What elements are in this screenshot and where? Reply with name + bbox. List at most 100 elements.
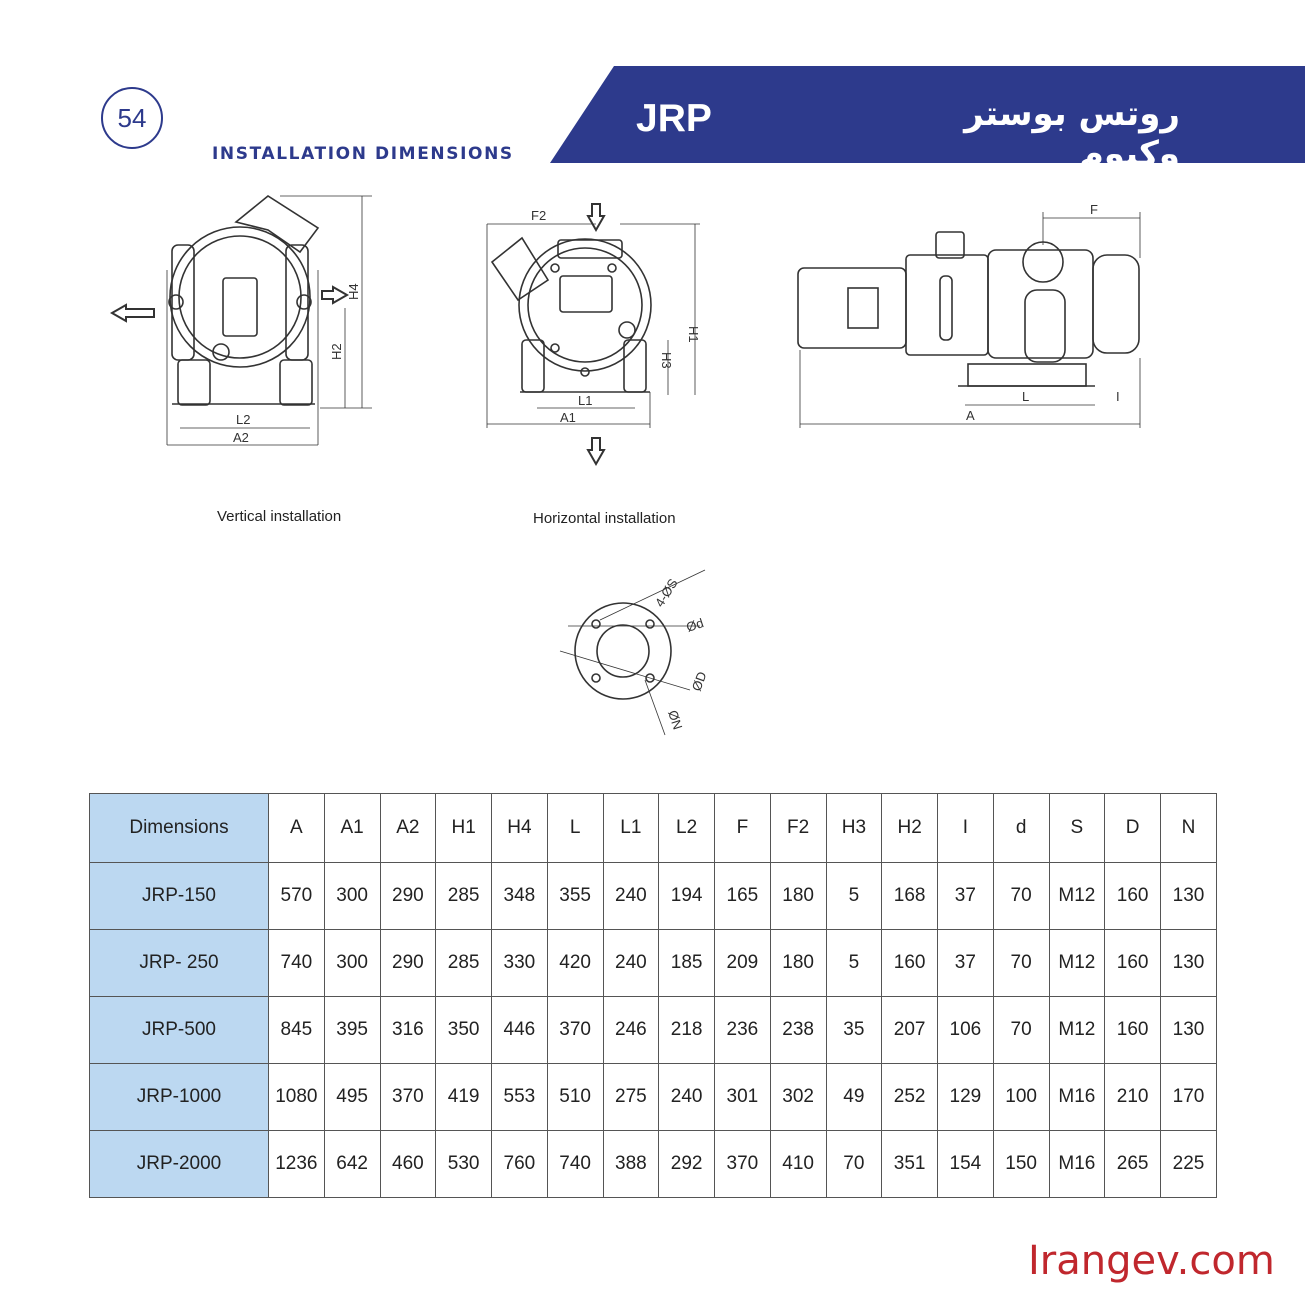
table-cell: 70	[992, 862, 1050, 930]
banner-title-fa: روتس بوستر وکیوم	[964, 94, 1180, 174]
row-model: JRP-1000	[89, 1063, 269, 1131]
table-cell: 1236	[268, 1130, 325, 1198]
table-cell: 240	[658, 1063, 715, 1131]
label-on: ØN	[665, 708, 685, 731]
label-h4: H4	[346, 283, 361, 300]
table-cell: 740	[268, 929, 325, 997]
label-i: I	[1116, 389, 1120, 404]
column-header: H4	[491, 793, 548, 863]
table-cell: 285	[435, 929, 492, 997]
table-cell: 290	[379, 929, 437, 997]
column-header: N	[1160, 793, 1217, 863]
table-cell: M16	[1048, 1130, 1106, 1198]
label-h1: H1	[686, 326, 701, 343]
table-cell: 301	[714, 1063, 771, 1131]
table-cell: 292	[658, 1130, 715, 1198]
column-header: H3	[825, 793, 883, 863]
table-cell: 460	[379, 1130, 437, 1198]
table-cell: 370	[714, 1130, 771, 1198]
table-cell: 240	[602, 929, 660, 997]
dimensions-table: Dimensions A A1 A2 H1 H4 L L1 L2 F F2 H3…	[89, 793, 1217, 1198]
table-cell: 370	[379, 1063, 437, 1131]
table-cell: 209	[714, 929, 771, 997]
inlet-arrow-down-icon	[586, 203, 606, 233]
label-l: L	[1022, 389, 1029, 404]
header-banner	[550, 66, 1305, 163]
table-cell: 410	[769, 1130, 827, 1198]
vertical-installation-drawing	[109, 195, 372, 446]
page-number-text: 54	[117, 102, 147, 133]
table-cell: 350	[435, 996, 492, 1064]
inlet-arrow-icon	[321, 285, 350, 305]
table-cell: 760	[491, 1130, 548, 1198]
column-header: L1	[602, 793, 660, 863]
table-cell: 185	[658, 929, 715, 997]
label-a2: A2	[233, 430, 249, 445]
table-cell: 845	[268, 996, 325, 1064]
table-cell: 419	[435, 1063, 492, 1131]
table-header-label: Dimensions	[89, 793, 269, 863]
table-cell: 236	[714, 996, 771, 1064]
table-cell: 160	[1104, 862, 1161, 930]
table-cell: 246	[602, 996, 660, 1064]
column-header: H1	[435, 793, 492, 863]
table-cell: 285	[435, 862, 492, 930]
table-cell: 238	[769, 996, 827, 1064]
table-cell: 5	[825, 929, 883, 997]
column-header: S	[1048, 793, 1106, 863]
banner-model: JRP	[636, 97, 712, 140]
table-cell: 130	[1160, 929, 1217, 997]
label-4-os: 4-ØS	[652, 576, 681, 610]
table-cell: 210	[1104, 1063, 1161, 1131]
column-header: D	[1104, 793, 1161, 863]
row-model: JRP-500	[89, 996, 269, 1064]
table-cell: 168	[881, 862, 938, 930]
table-cell: 252	[881, 1063, 938, 1131]
table-cell: 240	[602, 862, 660, 930]
table-cell: 130	[1160, 862, 1217, 930]
table-cell: 170	[1160, 1063, 1217, 1131]
table-cell: 370	[546, 996, 604, 1064]
table-cell: 160	[1104, 996, 1161, 1064]
table-cell: 553	[491, 1063, 548, 1131]
column-header: L2	[658, 793, 715, 863]
column-header: I	[937, 793, 994, 863]
label-f2: F2	[531, 208, 546, 223]
installation-drawings: L2 A2 H2 H4 F2 L1 A1 H1 H3	[109, 195, 1141, 736]
column-header: A	[268, 793, 325, 863]
table-cell: 5	[825, 862, 883, 930]
column-header: L	[546, 793, 604, 863]
table-cell: 395	[323, 996, 381, 1064]
table-header-row: Dimensions A A1 A2 H1 H4 L L1 L2 F F2 H3…	[89, 793, 1217, 863]
table-cell: 265	[1104, 1130, 1161, 1198]
outlet-arrow-down-icon	[586, 437, 606, 467]
table-cell: 130	[1160, 996, 1217, 1064]
table-cell: 740	[546, 1130, 604, 1198]
table-cell: 207	[881, 996, 938, 1064]
table-cell: 300	[323, 929, 381, 997]
label-h2: H2	[329, 343, 344, 360]
table-cell: 180	[769, 929, 827, 997]
table-cell: M12	[1048, 996, 1106, 1064]
column-header: H2	[881, 793, 938, 863]
table-cell: 642	[323, 1130, 381, 1198]
table-cell: 37	[937, 929, 994, 997]
table-cell: 218	[658, 996, 715, 1064]
table-cell: 49	[825, 1063, 883, 1131]
table-cell: 510	[546, 1063, 604, 1131]
table-cell: 330	[491, 929, 548, 997]
label-od-small: Ød	[684, 615, 705, 635]
column-header: F	[714, 793, 771, 863]
table-cell: 446	[491, 996, 548, 1064]
table-cell: 1080	[268, 1063, 325, 1131]
table-cell: 351	[881, 1130, 938, 1198]
label-a: A	[966, 408, 975, 423]
outlet-arrow-icon	[109, 303, 155, 323]
table-cell: 316	[379, 996, 437, 1064]
table-cell: 194	[658, 862, 715, 930]
footer-url: Irangev.com	[1028, 1238, 1275, 1284]
table-cell: 495	[323, 1063, 381, 1131]
